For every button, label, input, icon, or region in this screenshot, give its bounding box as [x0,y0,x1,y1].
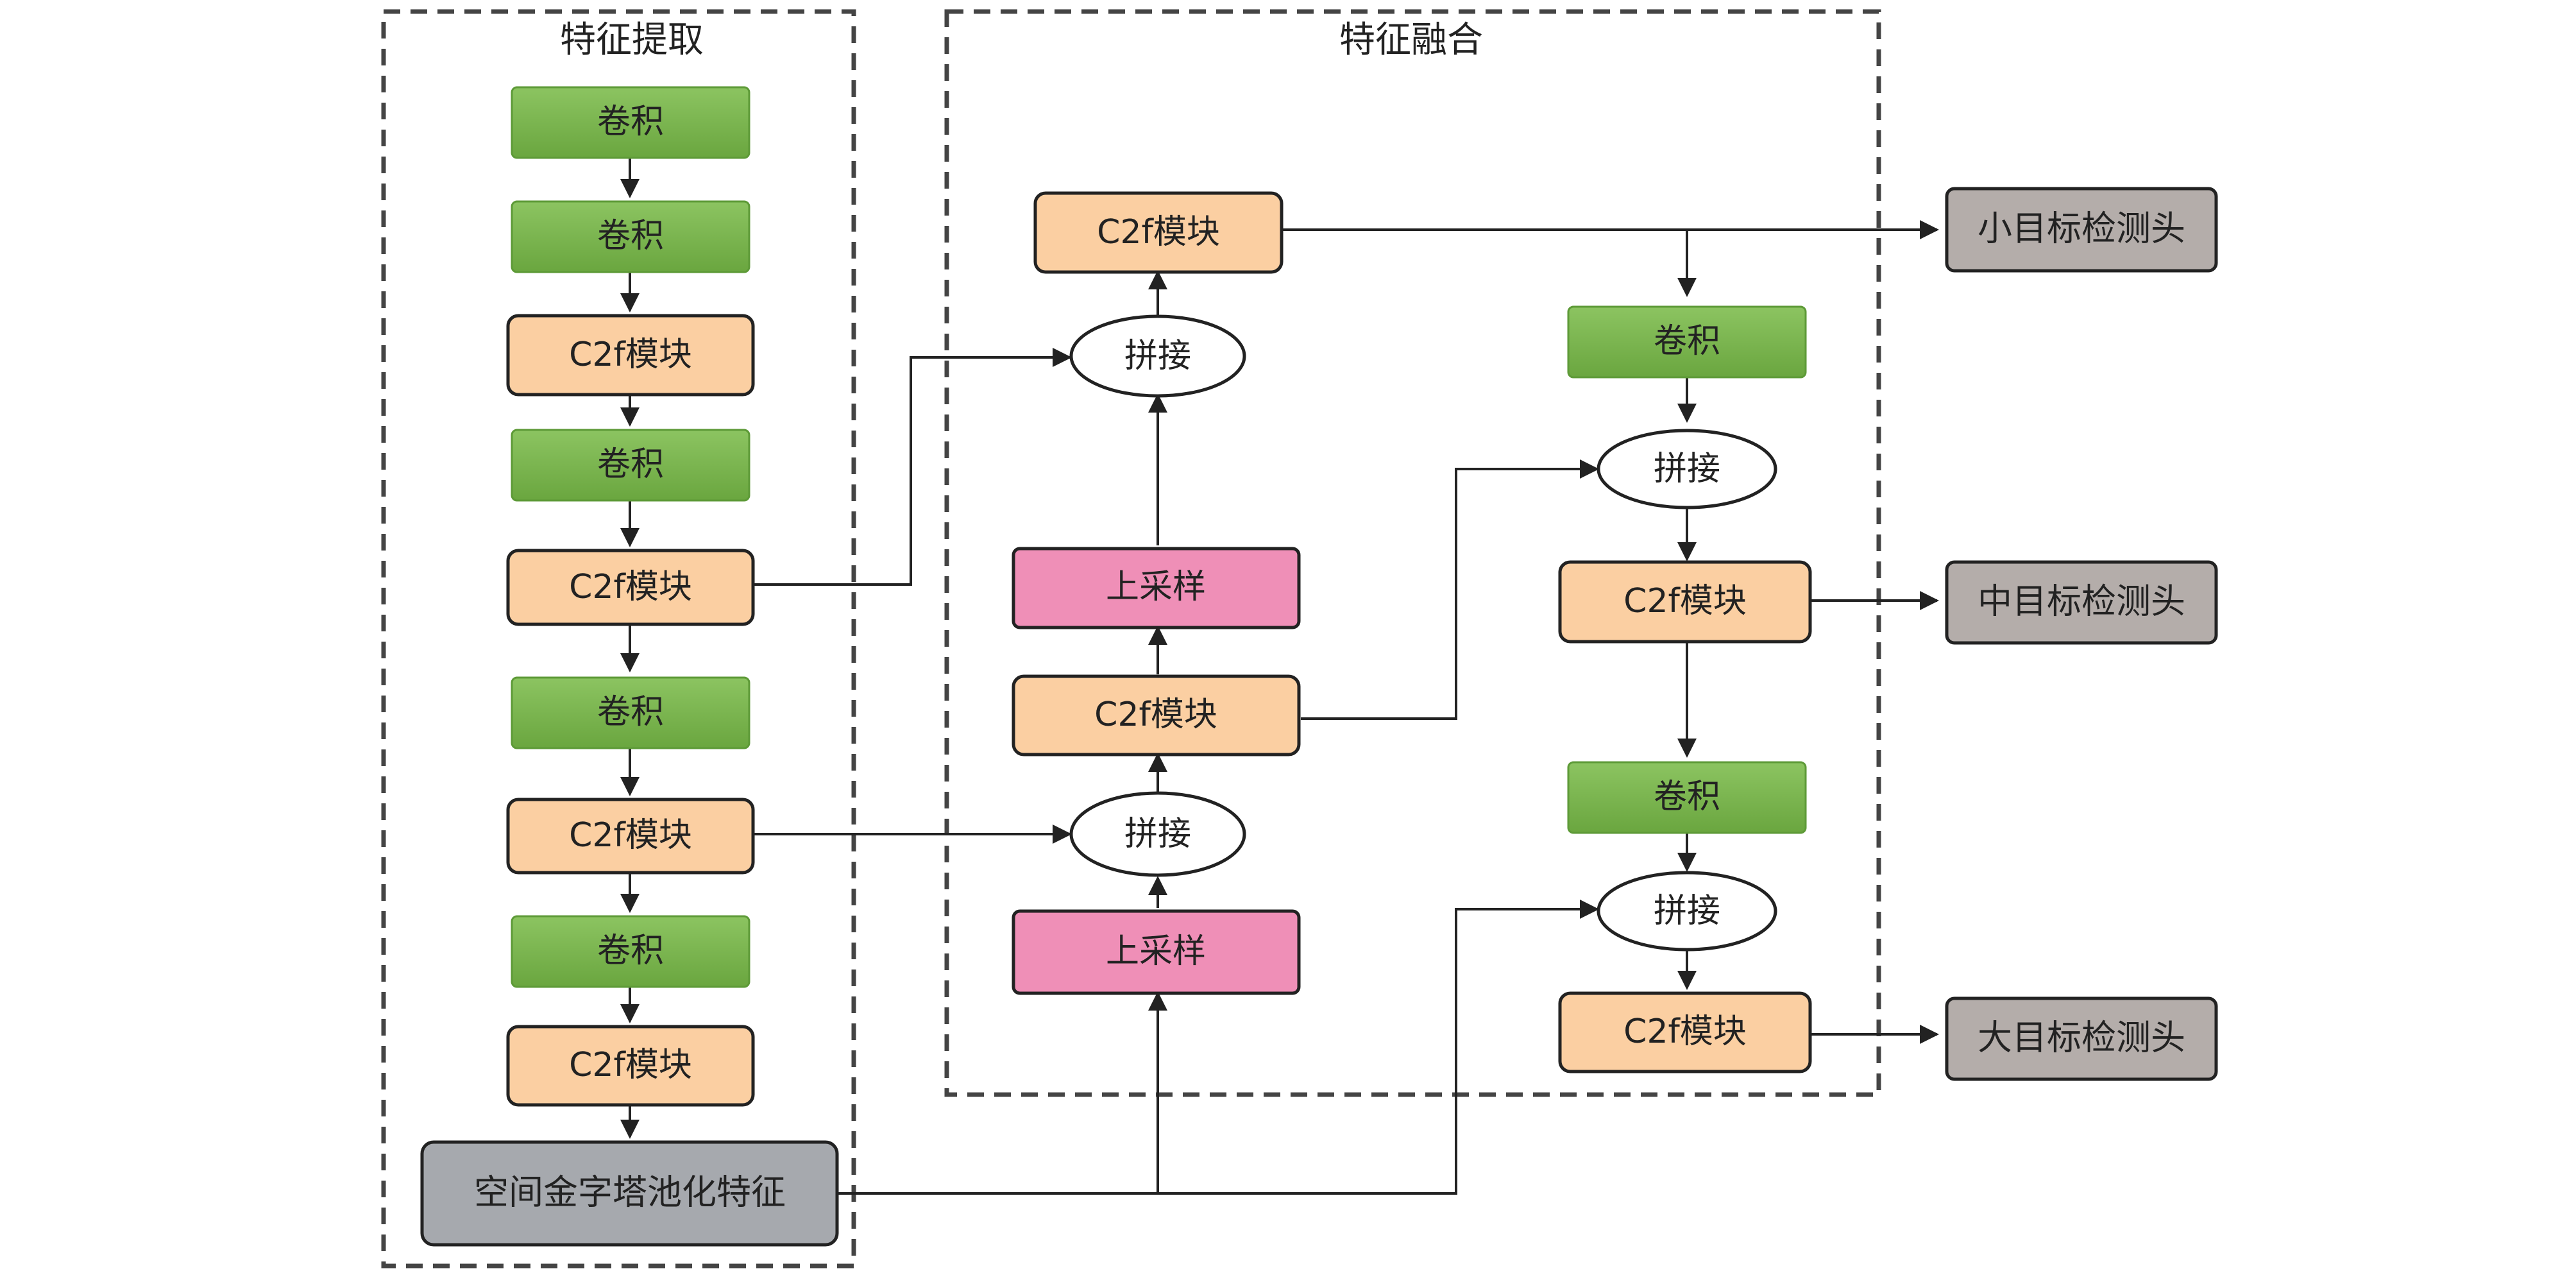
c2f-node: C2f模块 [1012,674,1301,756]
neck-middle-nodes: C2f模块 拼接 上采样 C2f模块 拼接 上采样 [1012,191,1301,995]
c2f-node-label: C2f模块 [569,1046,692,1084]
conv-node: 卷积 [511,676,750,749]
conv-node: 卷积 [511,915,750,988]
c2f-node: C2f模块 [1558,991,1812,1073]
c2f-node-label: C2f模块 [569,816,692,855]
c2f-node-label: C2f模块 [1623,1012,1747,1051]
concat-node-label: 拼接 [1654,450,1720,488]
c2f-node: C2f模块 [506,798,755,875]
feature-fusion-frame [944,9,1881,1097]
c2f-node: C2f模块 [506,549,755,626]
concat-node-label: 拼接 [1124,815,1191,853]
small-object-head-label: 小目标检测头 [1978,209,2185,249]
conv-node-label: 卷积 [1654,322,1720,361]
arrow-c2f-mid-concat3 [1301,459,1599,720]
c2f-node: C2f模块 [1033,191,1284,274]
concat-node: 拼接 [1597,429,1777,509]
c2f-node-label: C2f模块 [1097,213,1220,252]
concat-node-label: 拼接 [1654,892,1720,930]
arrow-sppf-concat4 [1158,900,1599,1195]
large-object-head-label: 大目标检测头 [1978,1018,2185,1058]
conv-node-label: 卷积 [597,445,664,484]
upsample-node-label: 上采样 [1106,568,1206,606]
concat-node: 拼接 [1597,871,1777,952]
c2f-node-label: C2f模块 [1623,582,1747,620]
backbone-nodes: 卷积 卷积 C2f模块 卷积 C2f模块 卷积 C2f模块 卷积 [420,86,839,1247]
c2f-node-label: C2f模块 [569,336,692,374]
conv-node-label: 卷积 [597,932,664,970]
sppf-node-label: 空间金字塔池化特征 [474,1172,786,1213]
concat-node-label: 拼接 [1124,337,1191,375]
feature-extraction-title: 特征提取 [560,19,704,61]
medium-object-head-label: 中目标检测头 [1978,581,2185,622]
feature-fusion-title: 特征融合 [1339,19,1483,61]
conv-node: 卷积 [511,429,750,502]
detection-heads: 小目标检测头 中目标检测头 大目标检测头 [1945,187,2218,1081]
concat-node: 拼接 [1069,791,1246,877]
large-object-head: 大目标检测头 [1945,996,2218,1081]
c2f-node-label: C2f模块 [1094,696,1217,734]
sppf-node: 空间金字塔池化特征 [420,1140,839,1247]
conv-node-label: 卷积 [597,103,664,141]
connectors [620,158,1939,1195]
conv-node: 卷积 [1567,761,1807,834]
upsample-node: 上采样 [1012,909,1301,995]
concat-node: 拼接 [1069,314,1246,398]
neck-right-nodes: 卷积 拼接 C2f模块 卷积 拼接 C2f模块 [1558,305,1812,1073]
conv-node-label: 卷积 [597,693,664,731]
c2f-node: C2f模块 [1558,560,1812,644]
arrow-c2f2-concat1 [752,348,1072,586]
c2f-node-label: C2f模块 [569,568,692,606]
upsample-node-label: 上采样 [1106,932,1206,971]
upsample-node: 上采样 [1012,547,1301,629]
medium-object-head: 中目标检测头 [1945,560,2218,645]
c2f-node: C2f模块 [506,314,755,397]
conv-node-label: 卷积 [1654,778,1720,816]
c2f-node: C2f模块 [506,1025,755,1107]
conv-node: 卷积 [511,86,750,159]
conv-node-label: 卷积 [597,217,664,255]
small-object-head: 小目标检测头 [1945,187,2218,273]
conv-node: 卷积 [1567,305,1807,379]
conv-node: 卷积 [511,200,750,273]
